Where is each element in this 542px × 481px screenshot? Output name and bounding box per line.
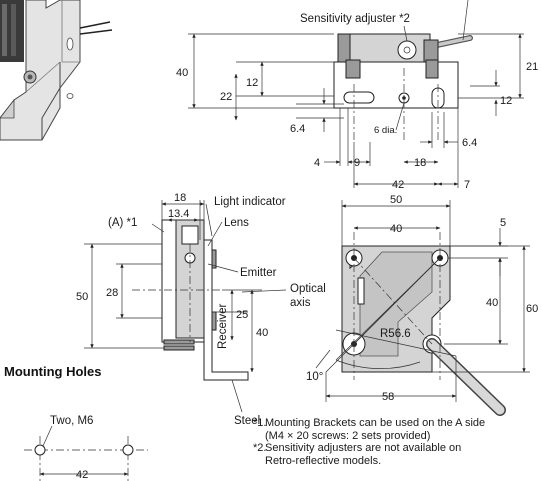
dim-28: 28: [106, 287, 118, 299]
label-sensitivity-adjuster: Sensitivity adjuster *2: [300, 13, 410, 25]
footnote-2-line-2: Retro-reflective models.: [265, 454, 382, 467]
dim-7: 7: [464, 179, 470, 191]
footnotes: *1. Mounting Brackets can be used on the…: [253, 417, 539, 467]
label-angle: 10°: [306, 371, 323, 383]
label-two-m6: Two, M6: [50, 415, 93, 427]
dim-40-front: 40: [390, 223, 402, 235]
dim-42-holes: 42: [76, 469, 88, 481]
dim-40-right: 40: [486, 297, 498, 309]
label-six-dia: 6 dia.: [374, 125, 397, 136]
footnote-2: *2. Sensitivity adjusters are not availa…: [253, 442, 539, 467]
dim-25: 25: [236, 309, 248, 321]
label-optical-axis-1: Optical: [290, 283, 326, 295]
footnote-2-line-1: Sensitivity adjusters are not available …: [265, 442, 462, 455]
bracket-photo: [0, 0, 113, 141]
footnote-1-line-2: (M4 × 20 screws: 2 sets provided): [265, 429, 431, 442]
dim-9: 9: [354, 157, 360, 169]
footnote-1-mark: *1.: [253, 417, 267, 429]
dim-42-top: 42: [392, 179, 404, 191]
footnote-1: *1. Mounting Brackets can be used on the…: [253, 417, 539, 442]
mounting-holes-drawing: [24, 425, 148, 481]
dim-50-front: 50: [390, 194, 402, 206]
mounting-holes-heading: Mounting Holes: [4, 364, 102, 379]
dim-12-right: 12: [500, 95, 512, 107]
dim-6-4-right: 6.4: [462, 137, 477, 149]
label-optical-axis-2: axis: [290, 297, 311, 309]
top-view: [188, 0, 524, 188]
dim-50-side: 50: [76, 291, 88, 303]
dim-13-4: 13.4: [168, 208, 189, 220]
dim-40-top: 40: [176, 67, 188, 79]
dim-18-top: 18: [414, 157, 426, 169]
steel-bracket-side: [203, 239, 249, 381]
dim-58: 58: [382, 391, 394, 403]
label-steel: Steel: [234, 415, 260, 427]
footnote-1-line-1: Mounting Brackets can be used on the A s…: [265, 417, 486, 429]
label-radius: R56.6: [380, 328, 411, 340]
side-view: [84, 200, 287, 413]
dim-40-side: 40: [256, 327, 268, 339]
dim-4: 4: [314, 157, 320, 169]
dim-6-4-left: 6.4: [290, 123, 305, 135]
dim-5: 5: [500, 217, 506, 229]
footnote-2-mark: *2.: [253, 442, 267, 455]
front-view: [315, 200, 530, 416]
label-light-indicator: Light indicator: [214, 196, 286, 208]
label-emitter: Emitter: [240, 267, 277, 279]
dim-60: 60: [526, 303, 538, 315]
label-a-side: (A) *1: [108, 217, 137, 229]
dim-12-top: 12: [246, 77, 258, 89]
dim-21: 21: [526, 61, 538, 73]
dim-22: 22: [220, 91, 232, 103]
label-receiver: Receiver: [217, 303, 229, 349]
dim-18-side: 18: [174, 192, 186, 204]
label-lens: Lens: [224, 217, 249, 229]
sensitivity-adjuster-symbol: [397, 40, 417, 60]
